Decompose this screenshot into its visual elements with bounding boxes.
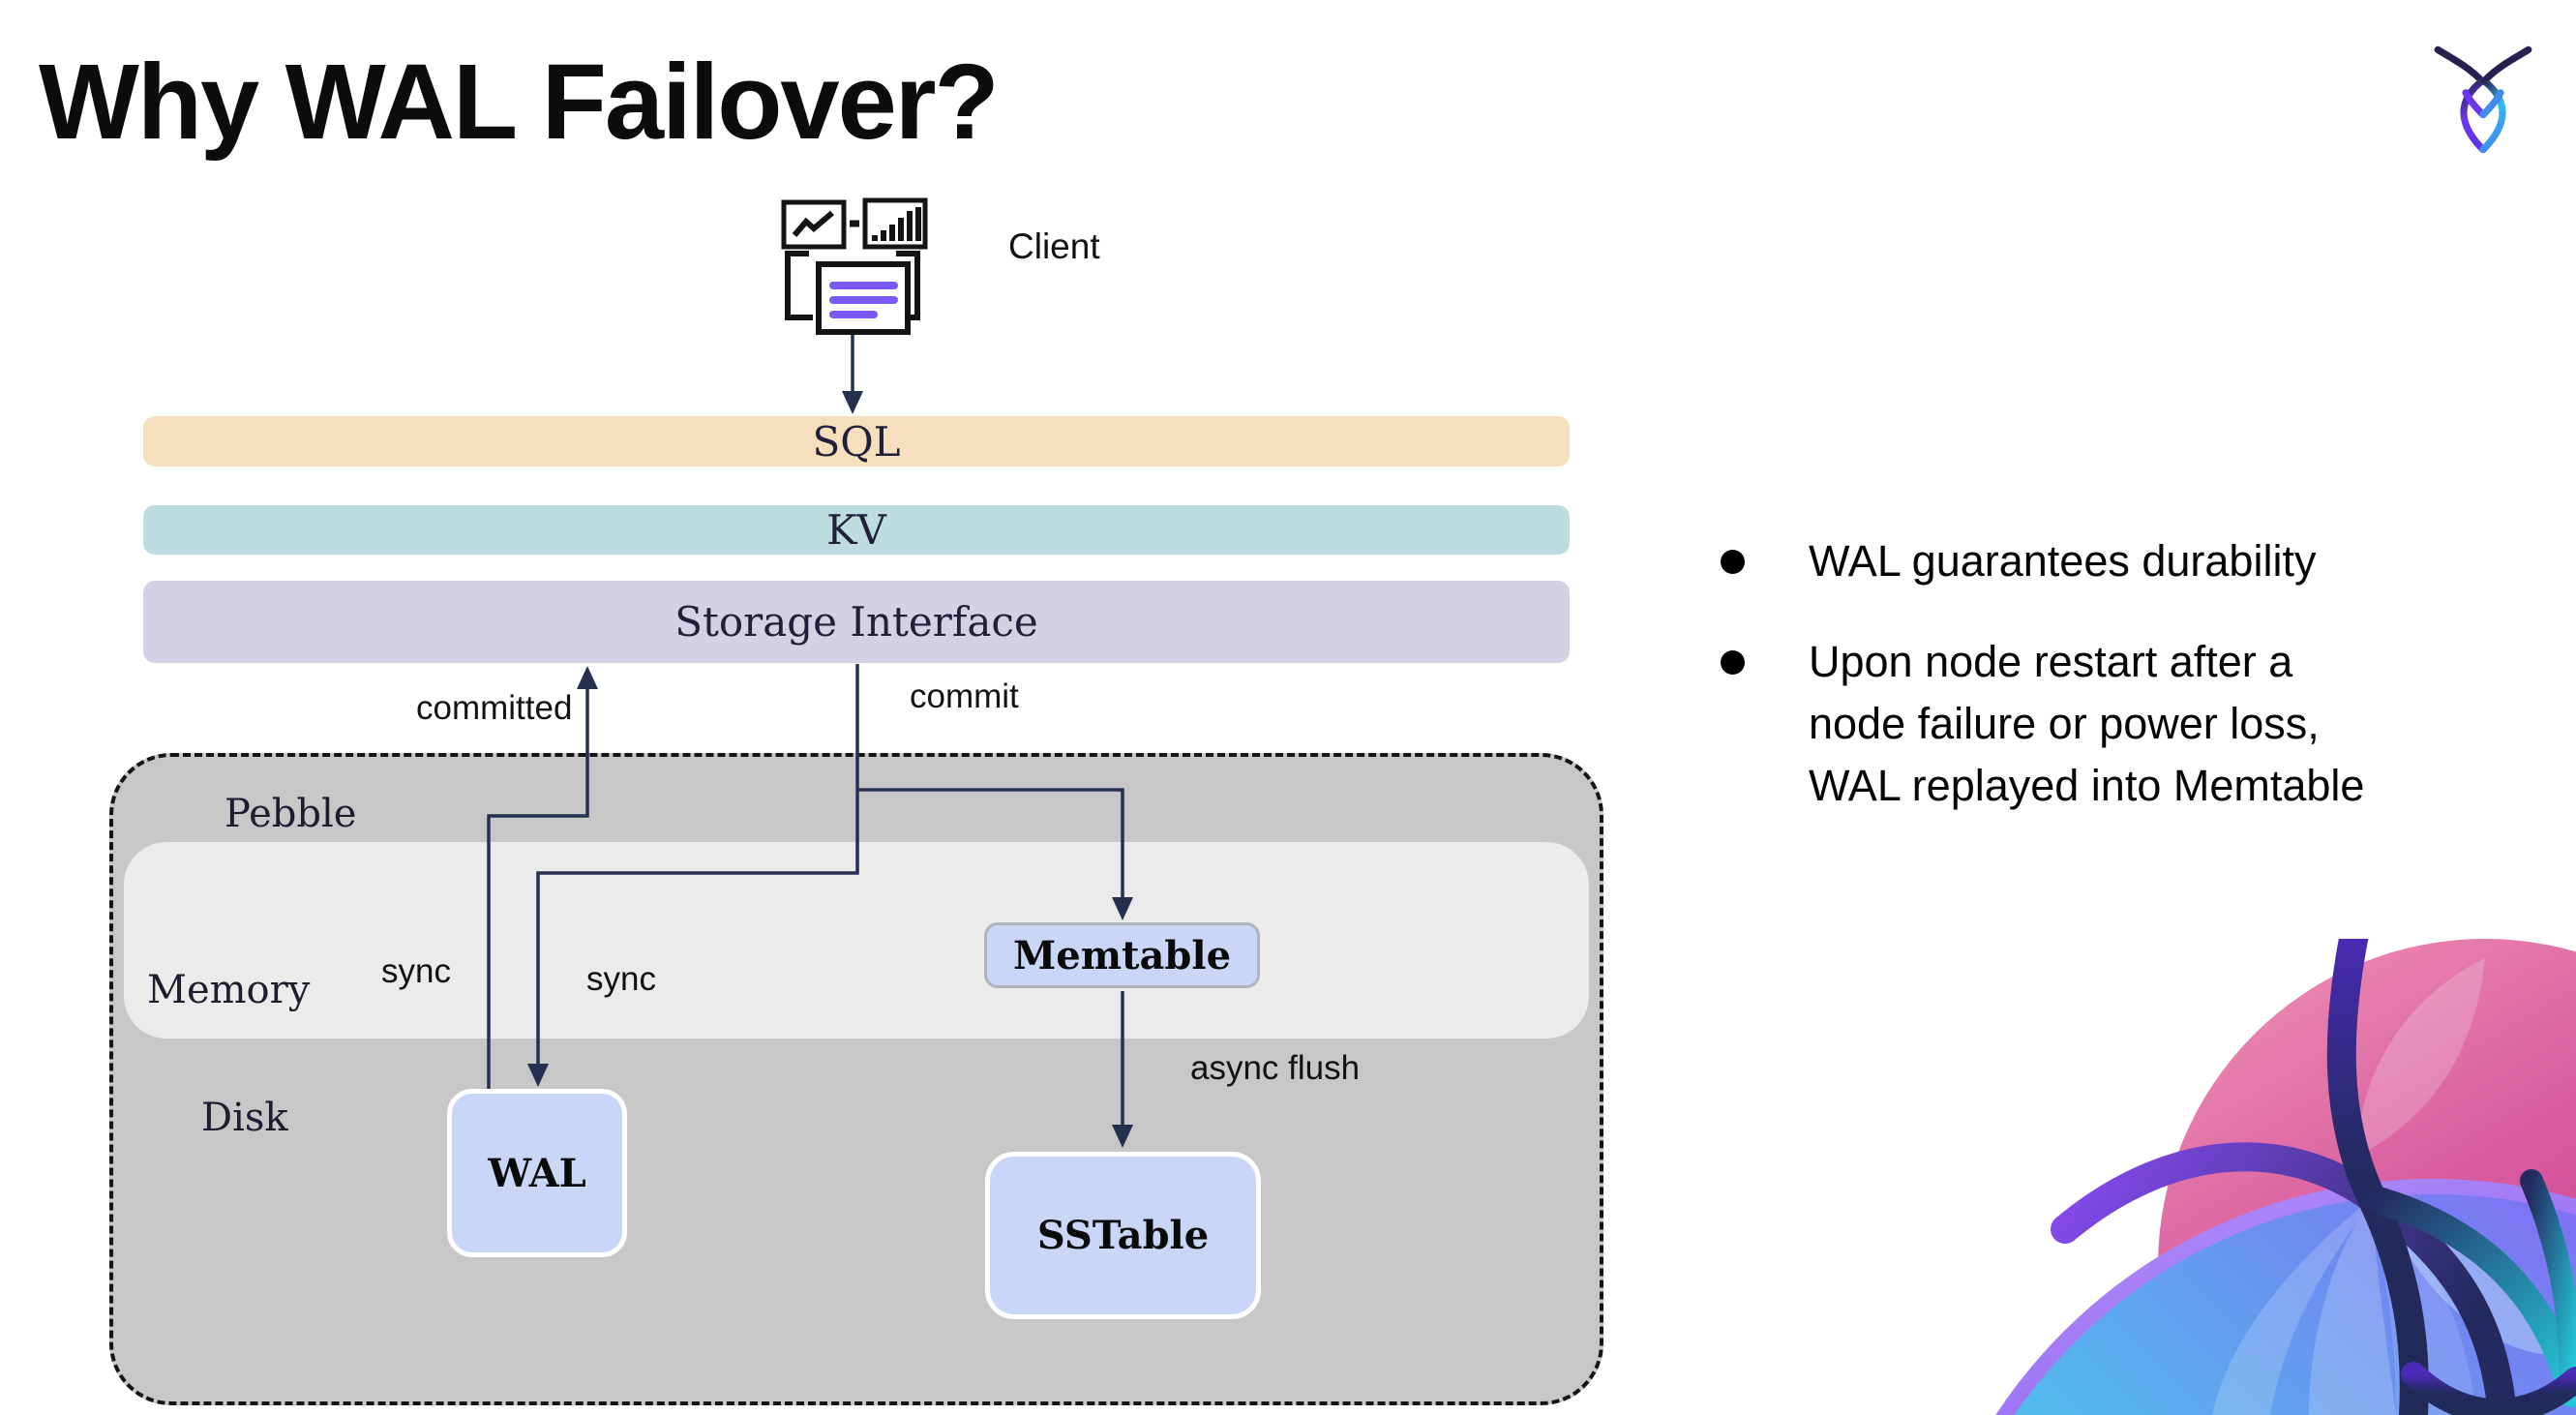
disk-label: Disk [201, 1096, 288, 1140]
memory-label: Memory [147, 968, 311, 1012]
bullet-text-durability: WAL guarantees durability [1809, 536, 2317, 586]
committed-arrow [487, 666, 598, 1089]
layer-storage-label: Storage Interface [674, 598, 1038, 646]
sync-left-edge-label: sync [381, 952, 451, 990]
client-label: Client [1008, 226, 1100, 266]
wal-node: WAL [447, 1089, 627, 1257]
layer-kv: KV [143, 505, 1570, 555]
async-flush-arrow [1112, 991, 1133, 1148]
memtable-node: Memtable [984, 922, 1260, 988]
commit-memtable-arrow [857, 788, 1133, 920]
async-flush-edge-label: async flush [1190, 1049, 1361, 1087]
list-item: Upon node restart after a node failure o… [1721, 631, 2504, 817]
bullet-text-replay: Upon node restart after a node failure o… [1809, 637, 2365, 810]
client-icon [781, 197, 928, 335]
sstable-node: SSTable [985, 1152, 1261, 1319]
layer-storage-interface: Storage Interface [143, 581, 1570, 663]
bullet-dot [1721, 650, 1745, 675]
layer-sql: SQL [143, 416, 1570, 467]
memory-band [124, 842, 1589, 1039]
commit-edge-label: commit [910, 677, 1019, 715]
committed-edge-label: committed [416, 689, 573, 727]
layer-kv-label: KV [826, 506, 886, 554]
bullet-dot [1721, 550, 1745, 574]
memtable-label: Memtable [1012, 932, 1232, 978]
commit-arrow [527, 664, 859, 1087]
bullet-list: WAL guarantees durability Upon node rest… [1721, 530, 2504, 856]
list-item: WAL guarantees durability [1721, 530, 2504, 592]
sstable-label: SSTable [1036, 1213, 1210, 1258]
decorative-cockroach-artwork [1995, 939, 2576, 1415]
layer-sql-label: SQL [812, 417, 901, 466]
cockroachdb-logo-icon [2434, 45, 2532, 154]
client-arrow [842, 335, 863, 414]
wal-label: WAL [488, 1150, 586, 1196]
page-title: Why WAL Failover? [39, 43, 1000, 162]
sync-right-edge-label: sync [586, 960, 656, 998]
pebble-label: Pebble [225, 792, 357, 836]
